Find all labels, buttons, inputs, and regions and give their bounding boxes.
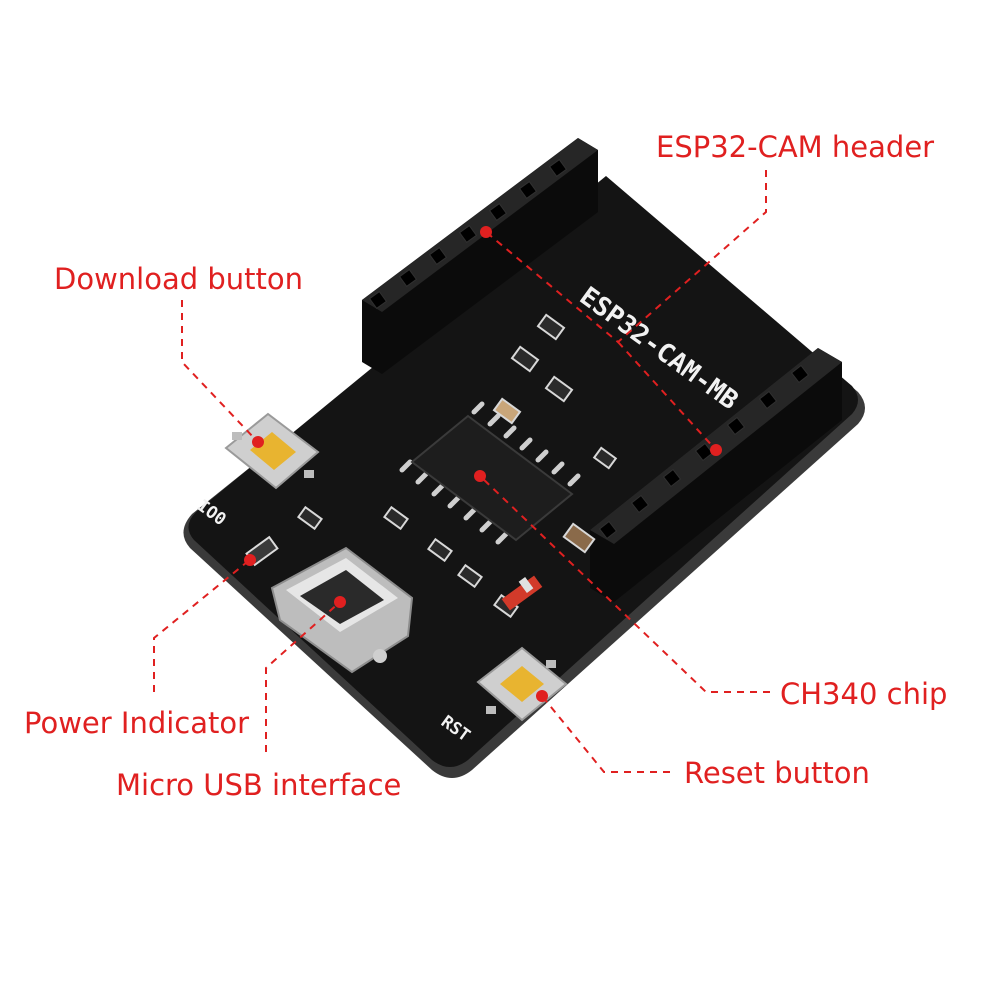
dot-power-indicator bbox=[244, 554, 256, 566]
dot-reset-button bbox=[536, 690, 548, 702]
dot-download-button bbox=[252, 436, 264, 448]
reset-button[interactable] bbox=[476, 646, 568, 722]
dot-header-back bbox=[480, 226, 492, 238]
leader-lines bbox=[153, 170, 770, 773]
ch340-chip bbox=[399, 401, 581, 545]
leader-micro-usb bbox=[265, 601, 341, 752]
dot-micro-usb bbox=[334, 596, 346, 608]
callout-reset-button: Reset button bbox=[684, 756, 870, 790]
leader-reset-button bbox=[541, 695, 670, 773]
leader-download-button bbox=[181, 300, 257, 441]
leader-dots bbox=[244, 226, 722, 702]
leader-esp32-header-2 bbox=[617, 341, 717, 451]
dot-ch340 bbox=[474, 470, 486, 482]
callout-power-indicator: Power Indicator bbox=[24, 706, 250, 740]
callout-esp32-cam-header: ESP32-CAM header bbox=[656, 130, 935, 164]
callout-ch340-chip: CH340 chip bbox=[780, 677, 948, 711]
callout-download-button: Download button bbox=[54, 262, 304, 296]
diode bbox=[501, 575, 543, 611]
leader-power-indicator bbox=[153, 557, 253, 692]
smd-components bbox=[296, 313, 618, 619]
callout-micro-usb-interface: Micro USB interface bbox=[116, 768, 402, 802]
esp32-cam-header-back bbox=[362, 138, 598, 374]
dot-header-front bbox=[710, 444, 722, 456]
pcb-board bbox=[183, 138, 865, 778]
